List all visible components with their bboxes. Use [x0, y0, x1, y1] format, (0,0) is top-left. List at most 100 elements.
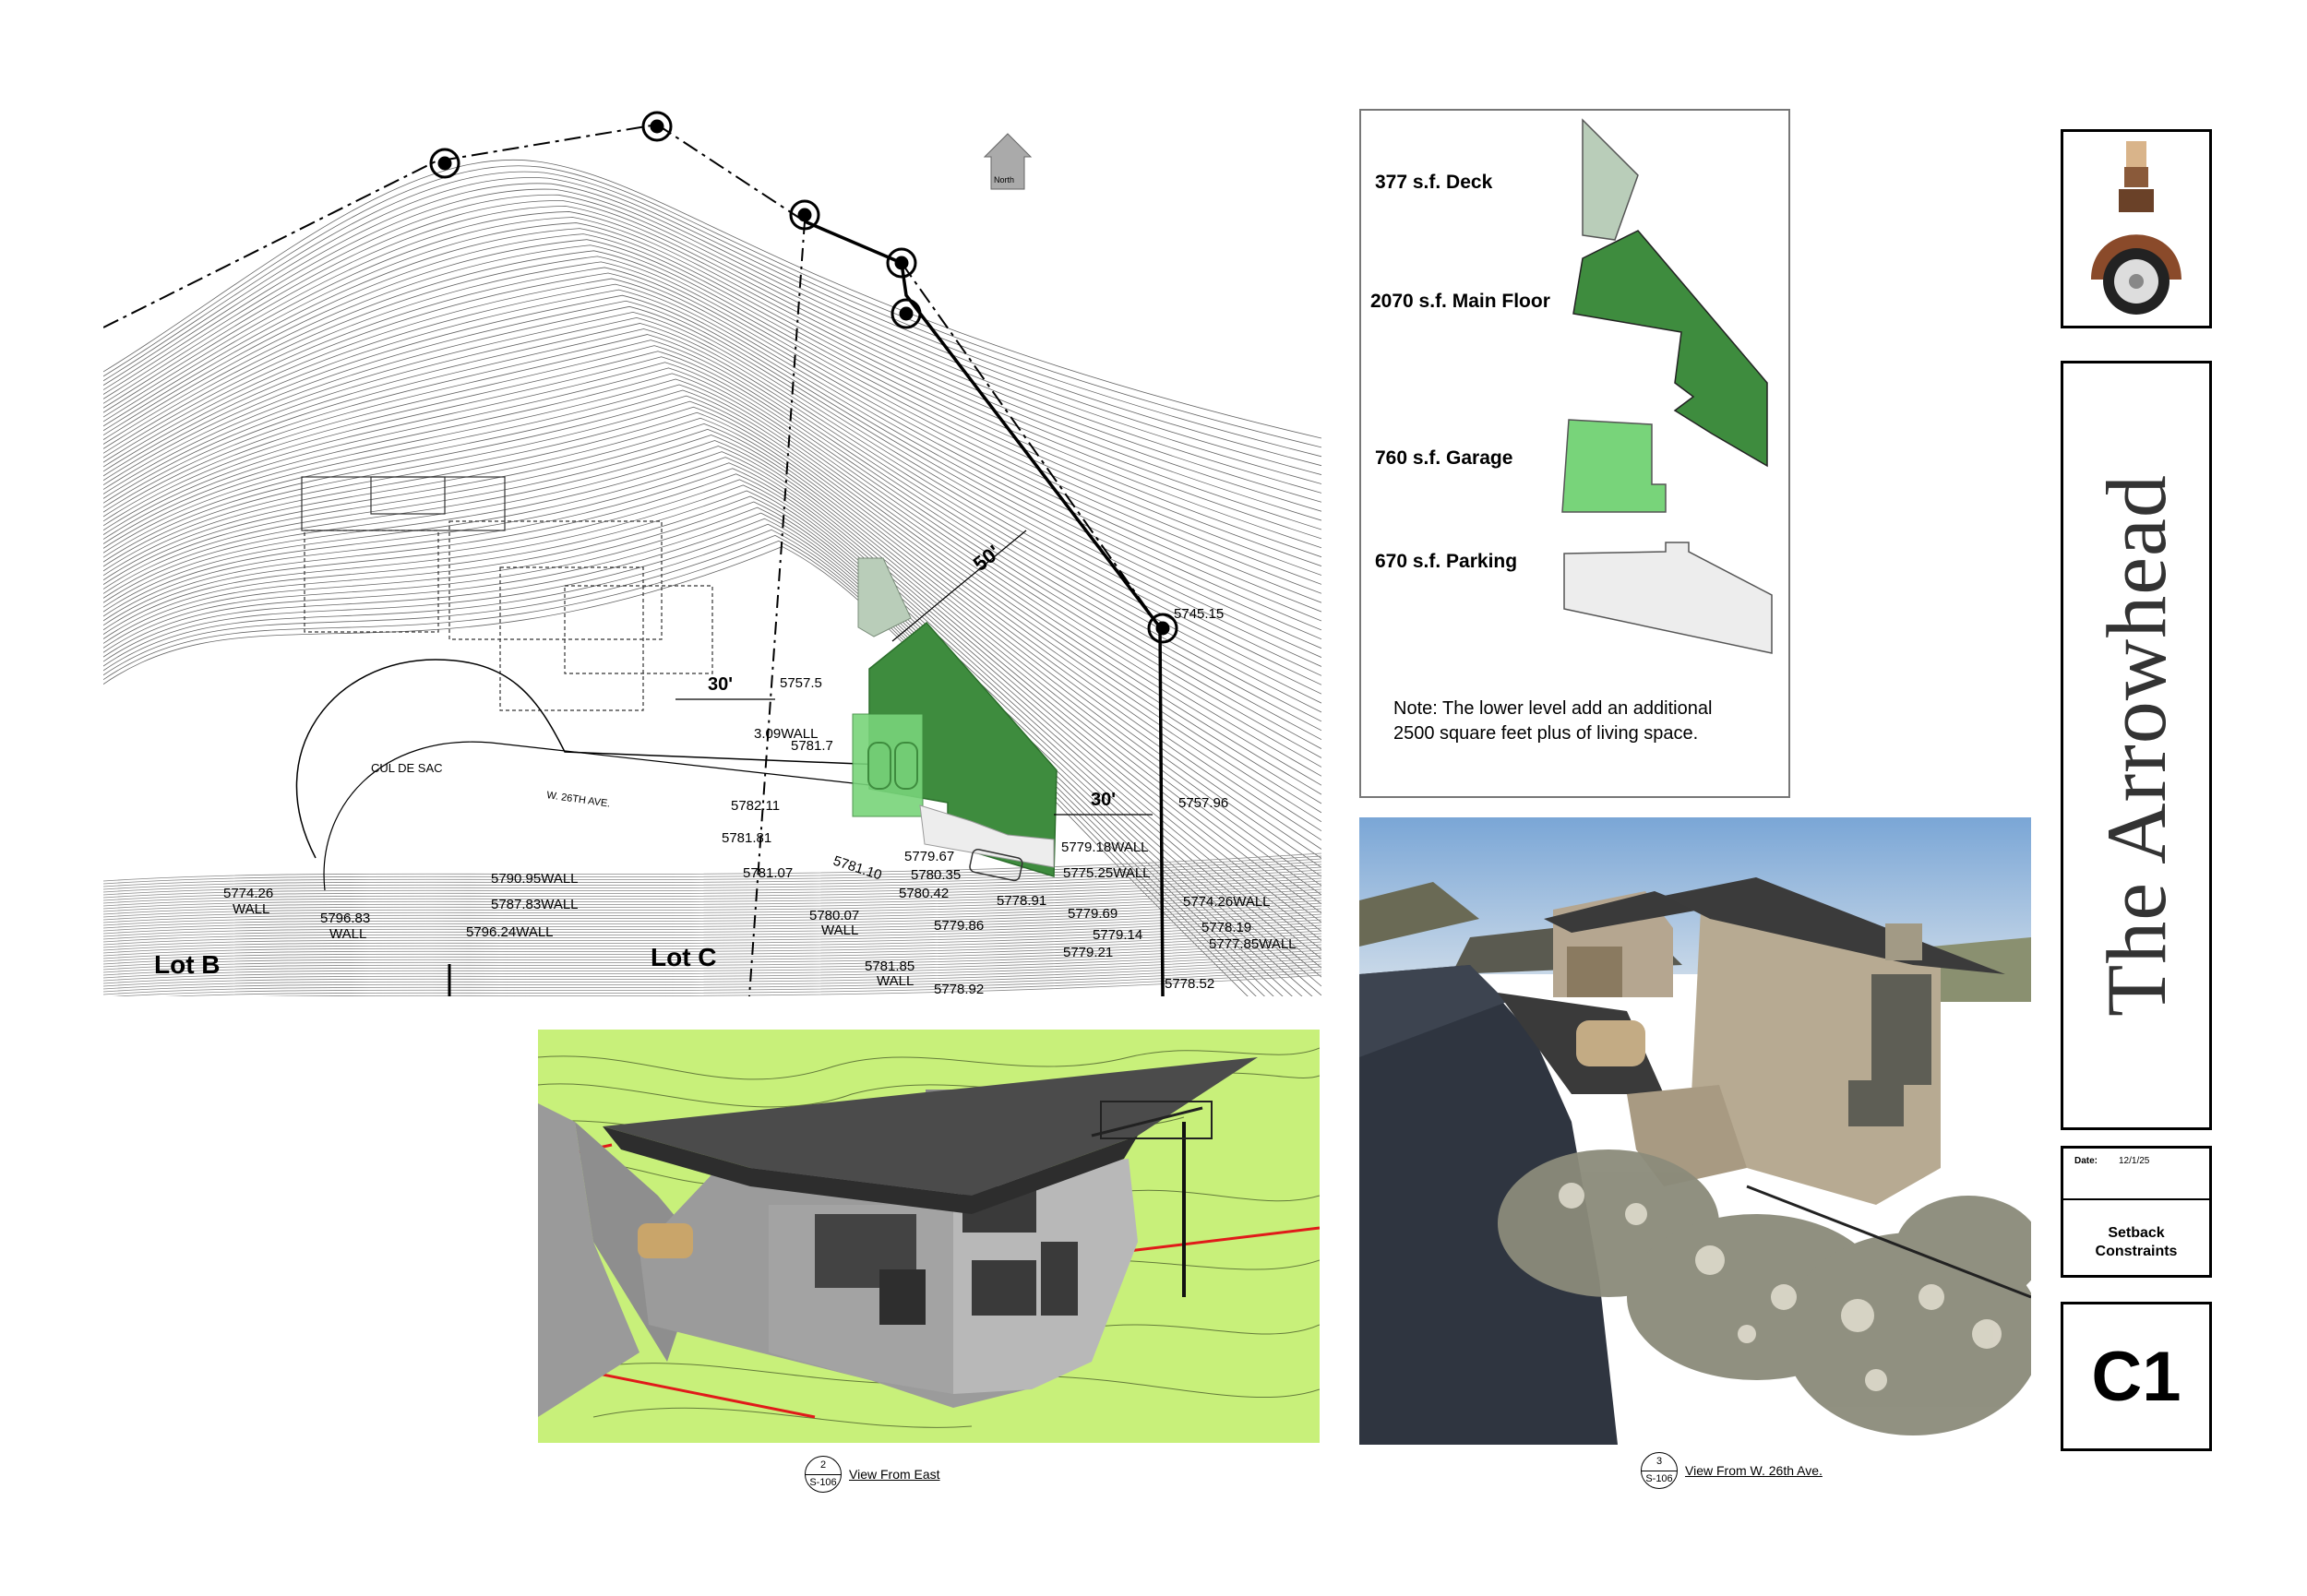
street-hatch-line: [103, 924, 1321, 954]
contour-line: [103, 468, 1321, 941]
svg-text:5782.11: 5782.11: [731, 798, 780, 814]
garage-footprint: [852, 713, 924, 817]
svg-text:5787.83WALL: 5787.83WALL: [491, 897, 579, 912]
date-label: Date:: [2074, 1156, 2098, 1166]
street-hatch-line: [103, 861, 1321, 890]
legend-garage-swatch: [1561, 419, 1667, 513]
survey-markers: [429, 111, 1178, 644]
contour-line: [103, 400, 1321, 832]
contour-line: [103, 339, 1321, 732]
street-hatch-line: [103, 944, 1321, 973]
area-legend: 377 s.f. Deck 2070 s.f. Main Floor 760 s…: [1359, 109, 1790, 798]
contour-line: [103, 440, 1321, 896]
contour-line: [103, 484, 1321, 969]
street-hatch-line: [103, 966, 1321, 995]
svg-text:5774.26: 5774.26: [223, 886, 273, 901]
street-hatch-line: [103, 958, 1321, 987]
parked-car: [969, 849, 1023, 882]
lot-b-label: Lot B: [154, 950, 221, 979]
svg-text:5781.85: 5781.85: [865, 959, 914, 974]
contour-line: [103, 278, 1321, 631]
title-block-logo: [2061, 129, 2212, 328]
street-hatching: [103, 852, 1321, 996]
street-hatch-line: [103, 894, 1321, 923]
svg-text:5777.85WALL: 5777.85WALL: [1209, 936, 1297, 952]
legend-parking-swatch: [1563, 542, 1773, 654]
contour-line: [103, 165, 1321, 448]
contour-line: [103, 334, 1321, 722]
svg-text:5781.07: 5781.07: [743, 865, 793, 881]
svg-text:5775.25WALL: 5775.25WALL: [1063, 865, 1151, 881]
svg-text:5778.19: 5778.19: [1201, 920, 1251, 935]
contour-line: [103, 411, 1321, 850]
contour-line: [103, 345, 1321, 741]
contour-line: [103, 446, 1321, 905]
street-hatch-line: [103, 919, 1321, 948]
contour-line: [103, 250, 1321, 585]
contour-line: [103, 356, 1321, 758]
svg-text:5779.18WALL: 5779.18WALL: [1061, 840, 1149, 855]
contour-line: [103, 451, 1321, 914]
street-hatch-line: [103, 888, 1321, 918]
contour-line: [103, 367, 1321, 777]
contour-line: [103, 417, 1321, 859]
street-hatch-line: [112, 969, 1321, 996]
deck-footprint: [857, 557, 912, 637]
north-label: North: [994, 175, 1014, 185]
contour-line: [103, 289, 1321, 649]
street-hatch-line: [103, 899, 1321, 929]
contour-line: [103, 351, 1321, 749]
svg-text:5778.92: 5778.92: [934, 982, 984, 996]
street-hatch-line: [103, 872, 1321, 901]
contour-line: [103, 328, 1321, 713]
svg-text:5779.21: 5779.21: [1063, 945, 1113, 960]
svg-text:5790.95WALL: 5790.95WALL: [491, 871, 579, 887]
svg-text:5757.5: 5757.5: [780, 675, 822, 691]
street-view-label: View From W. 26th Ave.: [1685, 1463, 1823, 1478]
street-hatch-line: [103, 960, 1321, 990]
contour-line: [103, 267, 1321, 613]
street-hatch-line: [103, 891, 1321, 921]
contour-line: [103, 389, 1321, 814]
contour-line: [103, 194, 1321, 494]
contour-line: [103, 205, 1321, 512]
setback-30-west: 30': [708, 674, 733, 695]
street-view-photo: [1359, 817, 2031, 1445]
sheet-name: Setback Constraints: [2095, 1225, 2178, 1259]
contour-line: [103, 222, 1321, 540]
svg-text:5779.86: 5779.86: [934, 918, 984, 934]
legend-garage-label: 760 s.f. Garage: [1375, 447, 1513, 469]
svg-text:5774.26WALL: 5774.26WALL: [1183, 894, 1271, 910]
street-hatch-line: [103, 938, 1321, 968]
street-hatch-line: [103, 927, 1321, 957]
contour-line: [103, 272, 1321, 622]
street-hatch-line: [103, 935, 1321, 965]
street-hatch-line: [103, 913, 1321, 943]
street-hatch-line: [103, 952, 1321, 982]
east-view-label: View From East: [849, 1467, 940, 1482]
street-view-caption: 3 S-106 View From W. 26th Ave.: [1641, 1452, 1823, 1489]
car-icons: [867, 742, 918, 790]
svg-text:WALL: WALL: [821, 923, 858, 938]
contour-line: [103, 311, 1321, 685]
neighbor-house-outline: [301, 476, 713, 711]
contour-line: [103, 244, 1321, 576]
svg-text:5781.7: 5781.7: [791, 738, 833, 754]
street-hatch-line: [103, 911, 1321, 940]
lot-line-west: [748, 220, 806, 996]
contour-line: [103, 160, 1321, 439]
site-plan-drawing: 50' 30' 30' North W. 26TH AVE. CUL DE SA…: [103, 106, 1321, 996]
contour-line: [103, 171, 1321, 458]
legend-main-floor-swatch: [1572, 230, 1768, 468]
street-hatch-line: [165, 971, 1321, 996]
contour-line: [103, 183, 1321, 475]
street-hatch-line: [103, 933, 1321, 962]
street-hatch-line: [103, 941, 1321, 971]
street-hatch-line: [103, 855, 1321, 885]
svg-text:5745.15: 5745.15: [1174, 606, 1224, 622]
svg-text:5778.52: 5778.52: [1165, 976, 1214, 992]
svg-text:5778.91: 5778.91: [997, 893, 1046, 909]
svg-text:5757.96: 5757.96: [1178, 795, 1228, 811]
contour-line: [103, 384, 1321, 804]
svg-text:5796.24WALL: 5796.24WALL: [466, 924, 554, 940]
